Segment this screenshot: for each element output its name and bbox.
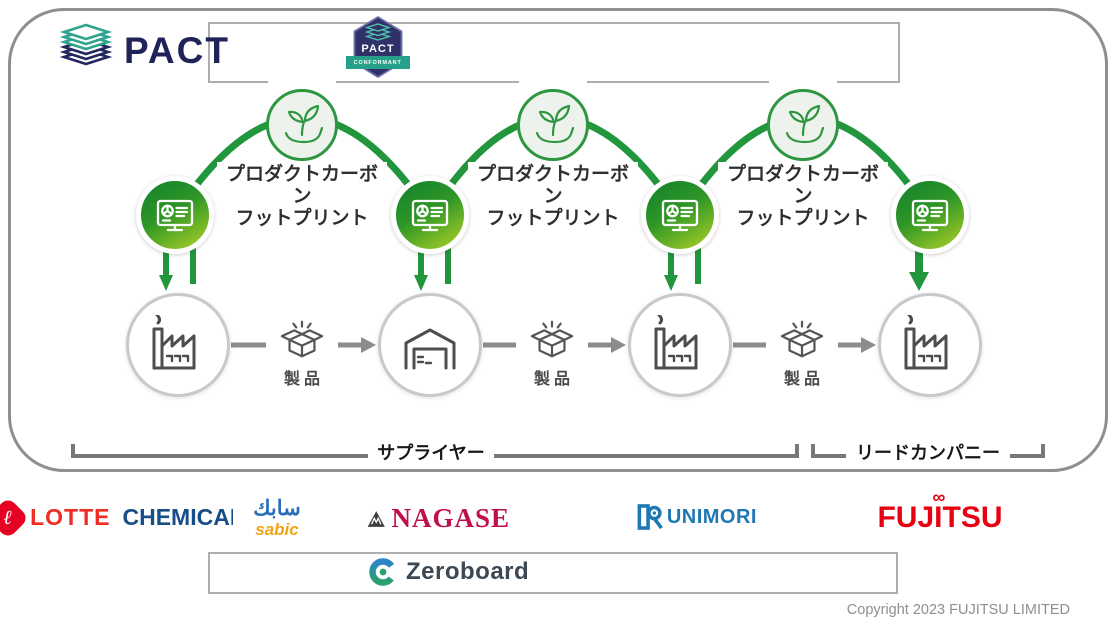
sabic-logo: سابك sabic	[233, 489, 321, 546]
leaf-hand-circle-3	[767, 89, 839, 161]
pcf-label-1: プロダクトカーボン フットプリント	[217, 162, 387, 232]
factory-icon	[904, 315, 948, 370]
fujitsu-infinity-icon: ∞	[932, 486, 946, 507]
factory-icon	[654, 315, 698, 370]
hand-sprout-icon	[535, 104, 575, 144]
pcf-label-2: プロダクトカーボン フットプリント	[468, 162, 638, 232]
product-label: 製品	[283, 371, 324, 388]
pcf-label-3: プロダクトカーボン フットプリント	[718, 162, 888, 232]
down-arrowhead-4	[909, 272, 929, 291]
warehouse-icon	[404, 328, 456, 370]
kunimori-wordmark: UNIMORI	[666, 505, 757, 528]
monitor-data-icon	[411, 199, 449, 232]
flow-arrowhead-2	[611, 337, 626, 353]
open-package-icon	[780, 320, 824, 358]
product-box-2: 製品	[519, 307, 585, 397]
kunimori-logo: UNIMORI	[637, 492, 757, 542]
open-package-icon	[280, 320, 324, 358]
down-arrowhead-2	[414, 275, 428, 291]
lotte-mark-icon: ℓ	[0, 496, 30, 539]
data-platform-node-3	[641, 176, 719, 254]
factory-icon	[152, 315, 196, 370]
flow-arrowhead-3	[861, 337, 876, 353]
zeroboard-c-icon	[369, 558, 397, 586]
pact-logo: PACT	[58, 20, 230, 82]
pact-conformant-badge: PACT CONFORMANT	[346, 16, 410, 78]
product-box-3: 製品	[769, 307, 835, 397]
fujitsu-wordmark: FUJITSU	[877, 500, 1003, 534]
factory-node-3	[878, 293, 982, 397]
supplier-label: サプライヤー	[368, 438, 494, 468]
lotte-chemical-logo: ℓ LOTTE CHEMICAL	[0, 493, 259, 542]
nagase-logo: NAGASE	[367, 499, 510, 538]
chemical-wordmark: CHEMICAL	[122, 504, 244, 530]
data-platform-node-2	[391, 176, 469, 254]
leaf-hand-circle-2	[517, 89, 589, 161]
leaf-hand-circle-1	[266, 89, 338, 161]
zeroboard-logo: Zeroboard	[368, 557, 529, 587]
nagase-triangle-icon	[367, 510, 385, 527]
factory-node-1	[126, 293, 230, 397]
monitor-data-icon	[156, 199, 194, 232]
zeroboard-wordmark: Zeroboard	[406, 558, 530, 585]
warehouse-node	[378, 293, 482, 397]
flow-arrowhead-1	[361, 337, 376, 353]
hand-sprout-icon	[284, 104, 324, 144]
product-label: 製品	[533, 371, 574, 388]
nagase-wordmark: NAGASE	[391, 503, 510, 533]
bottom-connector-box	[208, 552, 898, 594]
down-arrowhead-3	[664, 275, 678, 291]
pact-cube-icon	[59, 23, 113, 66]
lead-company-label: リードカンパニー	[846, 438, 1010, 468]
factory-node-2	[628, 293, 732, 397]
sabic-latin-wordmark: sabic	[255, 519, 299, 539]
fujitsu-logo: ∞ FUJITSU	[868, 486, 1012, 546]
copyright-text: Copyright 2023 FUJITSU LIMITED	[846, 602, 1070, 618]
data-platform-node-4	[891, 176, 969, 254]
badge-cube-icon	[365, 23, 391, 41]
pact-wordmark: PACT	[124, 30, 230, 71]
sabic-arabic-wordmark: سابك	[253, 496, 301, 520]
zeroboard-container: Zeroboard	[208, 552, 898, 594]
down-arrowhead-1	[159, 275, 173, 291]
badge-title: PACT	[361, 43, 395, 55]
hand-sprout-icon	[785, 104, 825, 144]
badge-ribbon: CONFORMANT	[346, 56, 410, 69]
monitor-data-icon	[911, 199, 949, 232]
product-box-1: 製品	[269, 307, 335, 397]
lotte-wordmark: LOTTE	[30, 504, 111, 530]
product-label: 製品	[783, 371, 824, 388]
open-package-icon	[530, 320, 574, 358]
data-platform-node-1	[136, 176, 214, 254]
monitor-data-icon	[661, 199, 699, 232]
kunimori-k-icon	[637, 504, 663, 530]
badge-ribbon-label: CONFORMANT	[353, 59, 402, 66]
outer-frame	[8, 8, 1108, 472]
